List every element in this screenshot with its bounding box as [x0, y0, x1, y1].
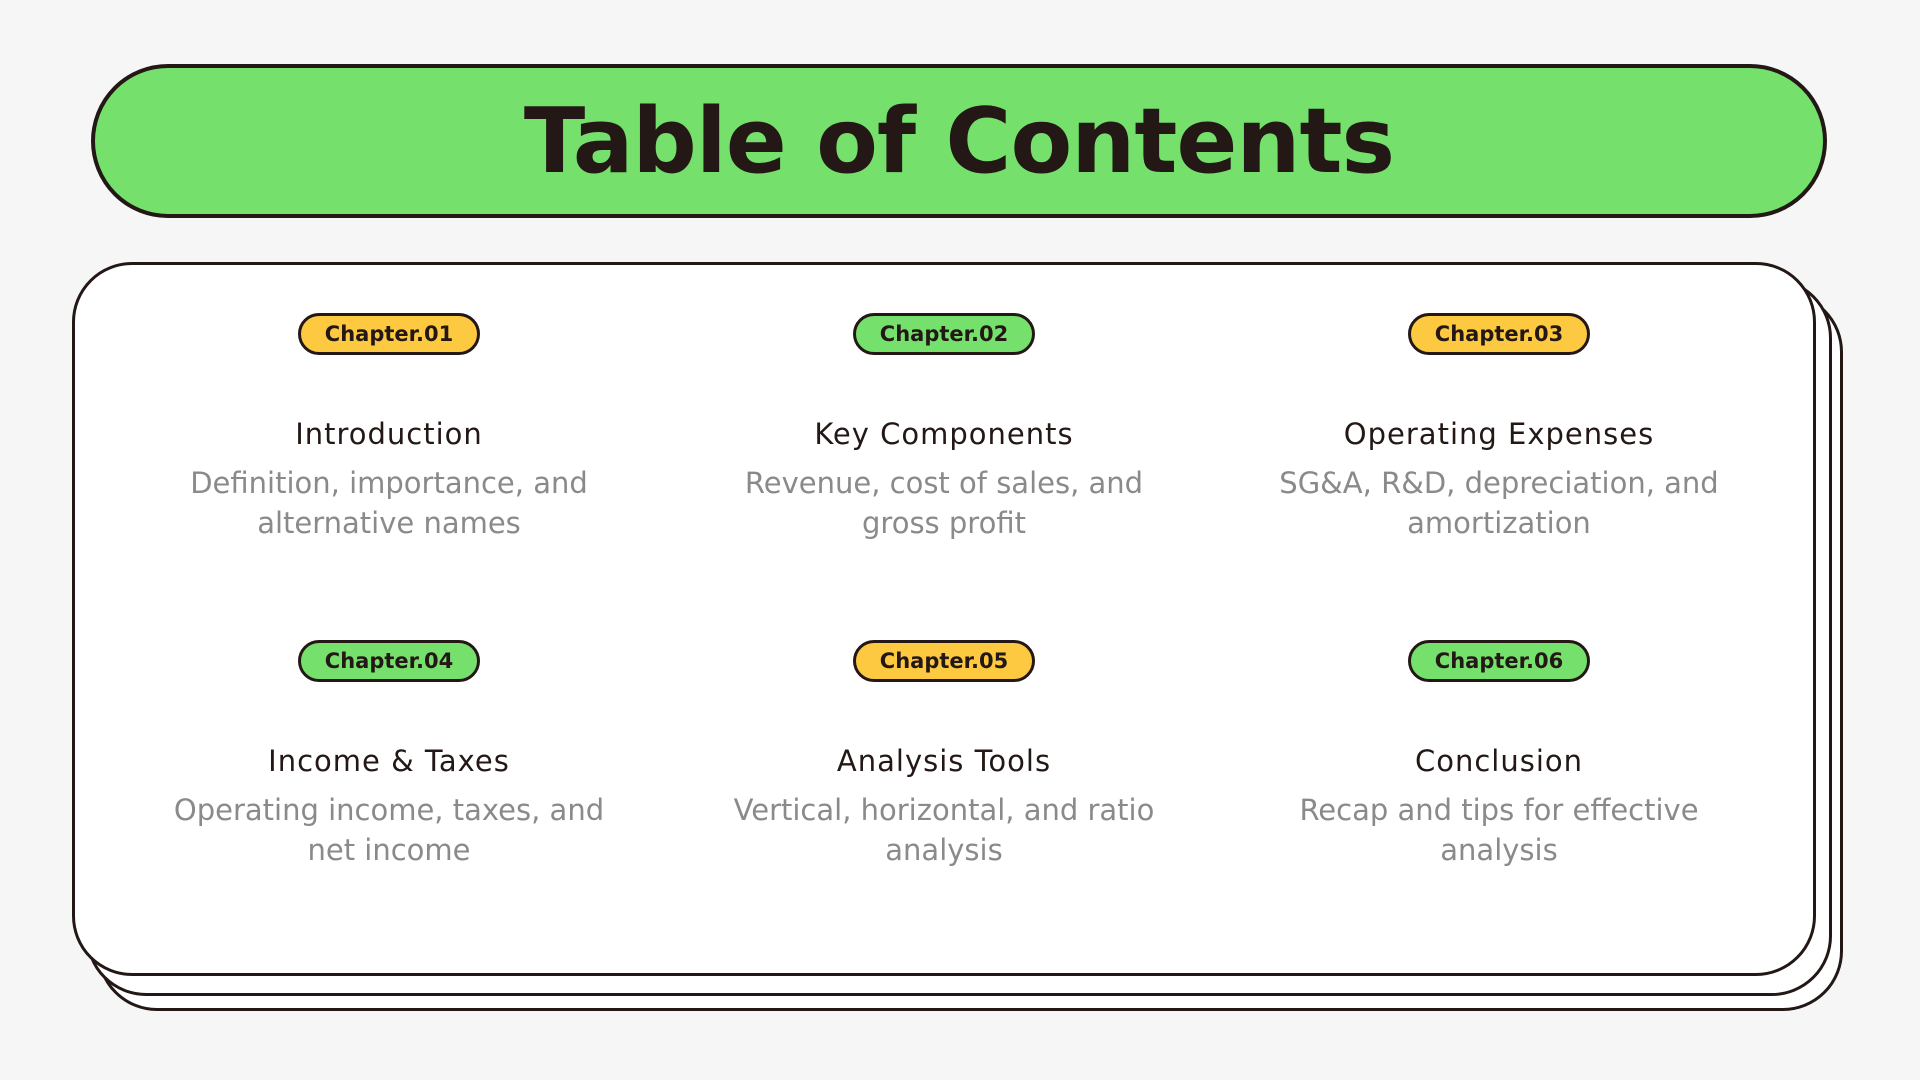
chapter-badge: Chapter.05	[852, 640, 1036, 682]
chapter-description: Vertical, horizontal, and ratio analysis	[733, 793, 1155, 867]
chapter-description: SG&A, R&D, depreciation, and amortizatio…	[1279, 466, 1719, 540]
chapter-item: Chapter.06 Conclusion Recap and tips for…	[1222, 640, 1776, 870]
chapter-title: Conclusion	[1414, 744, 1584, 778]
chapter-badge: Chapter.06	[1407, 640, 1591, 682]
chapter-description: Definition, importance, and alternative …	[190, 466, 588, 540]
chapter-badge: Chapter.02	[852, 313, 1036, 355]
page-title: Table of Contents	[523, 88, 1395, 194]
chapter-item: Chapter.04 Income & Taxes Operating inco…	[112, 640, 666, 870]
chapter-description: Revenue, cost of sales, and gross profit	[744, 466, 1144, 540]
chapter-description: Operating income, taxes, and net income	[173, 793, 605, 867]
chapter-title: Income & Taxes	[268, 744, 510, 778]
chapter-title: Analysis Tools	[836, 744, 1052, 778]
contents-card	[72, 262, 1816, 976]
title-banner: Table of Contents	[91, 64, 1827, 218]
chapter-item: Chapter.02 Key Components Revenue, cost …	[667, 313, 1221, 543]
chapter-item: Chapter.03 Operating Expenses SG&A, R&D,…	[1222, 313, 1776, 543]
chapter-badge: Chapter.04	[297, 640, 481, 682]
chapter-title: Introduction	[295, 417, 483, 451]
chapter-badge: Chapter.01	[297, 313, 481, 355]
chapter-title: Key Components	[814, 417, 1074, 451]
chapter-description: Recap and tips for effective analysis	[1299, 793, 1699, 867]
chapter-item: Chapter.01 Introduction Definition, impo…	[112, 313, 666, 543]
chapter-badge: Chapter.03	[1407, 313, 1591, 355]
chapter-item: Chapter.05 Analysis Tools Vertical, hori…	[667, 640, 1221, 870]
chapter-title: Operating Expenses	[1343, 417, 1655, 451]
